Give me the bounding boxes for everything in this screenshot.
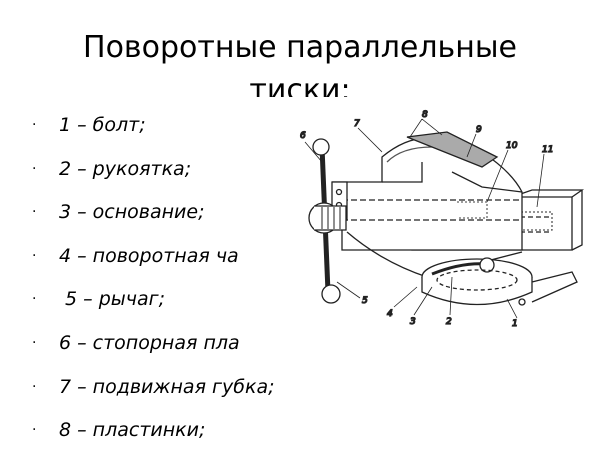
list-item-text: 3 – основание; [59, 201, 205, 224]
label-7: 7 [354, 119, 360, 129]
label-1: 1 [512, 319, 518, 329]
list-item-text: 2 – рукоятка; [59, 157, 192, 180]
vise-diagram: 6 7 8 9 10 11 5 4 3 2 1 [282, 102, 600, 360]
label-5: 5 [362, 296, 368, 306]
bullet-icon: · [32, 204, 37, 221]
label-4: 4 [387, 309, 393, 319]
label-8: 8 [422, 110, 428, 120]
list-item-text: 4 – поворотная ча [59, 244, 239, 267]
label-9: 9 [476, 125, 482, 135]
bullet-icon: · [32, 247, 37, 264]
label-2: 2 [446, 317, 452, 327]
label-6: 6 [300, 131, 306, 141]
bullet-icon: · [32, 160, 37, 177]
list-item-text: 8 – пластинки; [59, 419, 206, 442]
list-item-text: 6 – стопорная пла [59, 331, 240, 354]
slide-title-line2: тиски: [249, 73, 351, 97]
slide-title-line1: Поворотные параллельные [83, 30, 517, 65]
label-10: 10 [506, 141, 518, 151]
list-item-text: 5 – рычаг; [59, 288, 166, 311]
label-3: 3 [410, 317, 416, 327]
bullet-icon: · [32, 378, 37, 395]
list-item-text: 1 – болт; [59, 114, 146, 136]
list-item-text: 7 – подвижная губка; [59, 375, 275, 398]
bullet-icon: · [32, 117, 37, 133]
bullet-icon: · [32, 334, 37, 351]
bullet-icon: · [32, 291, 37, 308]
bullet-icon: · [32, 422, 37, 439]
label-11: 11 [542, 145, 553, 155]
